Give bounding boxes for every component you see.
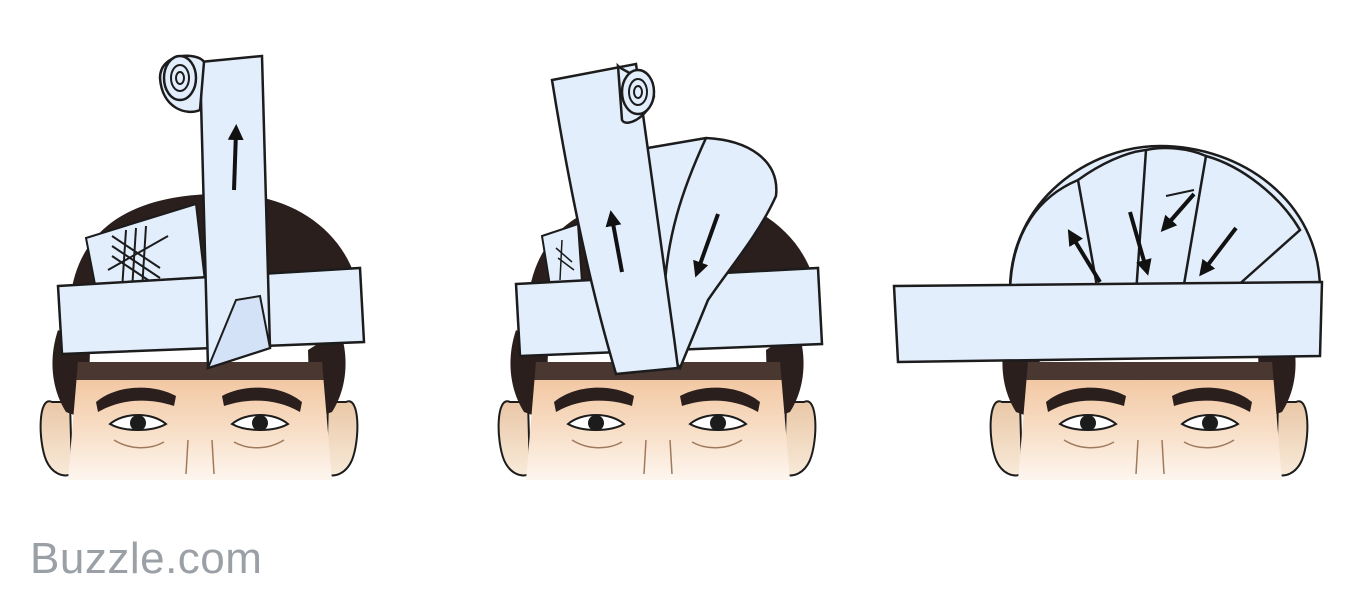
arrow-up-1	[234, 132, 236, 190]
buzzle-watermark: Buzzle.com	[30, 534, 262, 584]
step-1-figure	[41, 56, 364, 480]
step-2-figure	[499, 64, 822, 480]
step-3-figure	[894, 146, 1322, 480]
